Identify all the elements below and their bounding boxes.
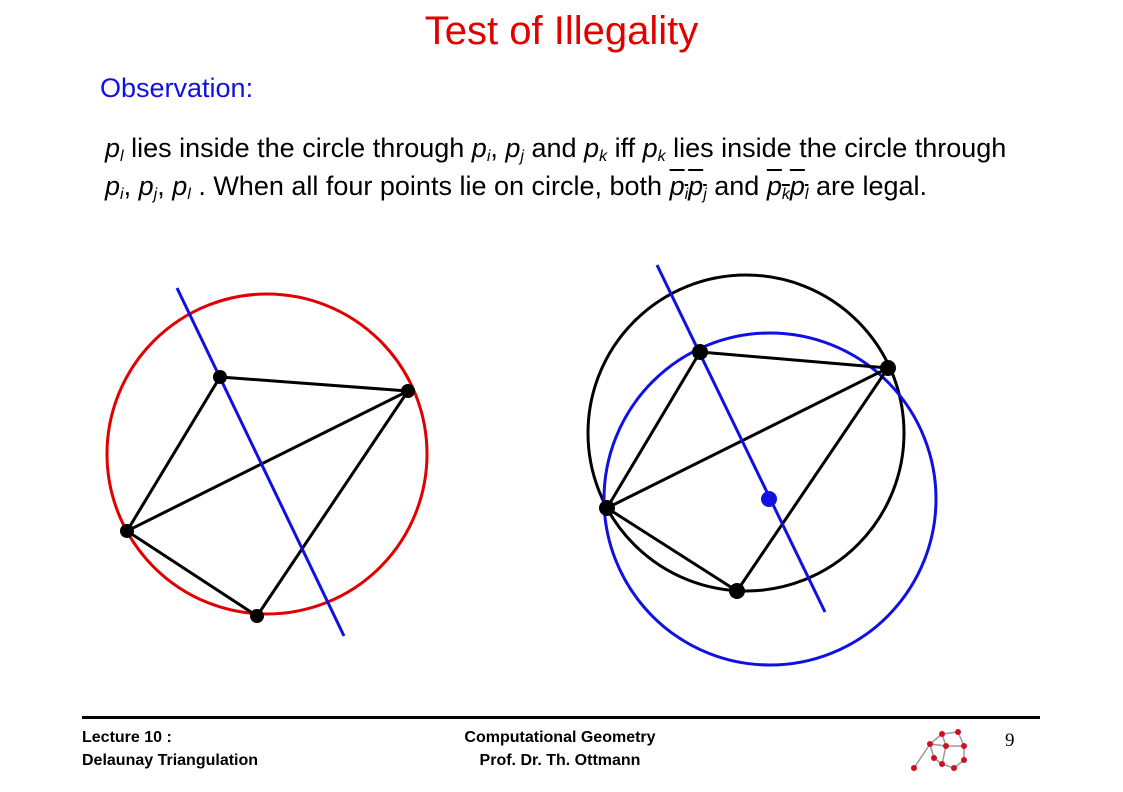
sub-k: k: [599, 148, 608, 165]
sub-j: j: [153, 186, 158, 203]
point-pi: [213, 370, 227, 384]
footer-lecture: Lecture 10 : Delaunay Triangulation: [82, 726, 258, 772]
edge-pk-pj: [606, 366, 889, 510]
edge-pk-pl: [126, 529, 258, 618]
sub-i: i: [120, 186, 124, 203]
text-comma: ,: [157, 171, 173, 201]
point-pi: [692, 344, 708, 360]
sub-l: l: [804, 186, 809, 203]
edge-pk-pj: [126, 389, 409, 533]
edge-pi-pk: [605, 351, 702, 509]
circumcircle-red: [105, 292, 429, 616]
var-p: p: [688, 171, 704, 201]
bisector-line: [175, 287, 346, 637]
course-name: Computational Geometry: [464, 729, 656, 746]
sub-k: k: [781, 186, 790, 203]
text-fragment: lies inside the circle through: [665, 133, 1007, 163]
text-fragment: are legal.: [808, 171, 928, 201]
text-and: and: [523, 133, 585, 163]
point-pj: [401, 384, 415, 398]
point-pj: [880, 360, 896, 376]
var-p: p: [105, 171, 121, 201]
sub-i: i: [486, 148, 491, 165]
text-iff: iff: [607, 133, 643, 163]
var-p: p: [505, 133, 521, 163]
circumcircle-blue: [602, 331, 938, 667]
point-pk: [120, 524, 134, 538]
slide-subtitle: Observation:: [100, 73, 254, 103]
edge-pi-pj: [699, 350, 889, 370]
point-pk: [599, 500, 615, 516]
page-number: 9: [1005, 730, 1015, 751]
university-logo-icon: [911, 729, 967, 771]
circumcircle-black: [586, 273, 906, 593]
observation-text: pl lies inside the circle through pi, pj…: [105, 129, 1035, 205]
course-professor: Prof. Dr. Th. Ottmann: [479, 752, 641, 769]
text-comma: ,: [490, 133, 506, 163]
var-p: p: [789, 171, 805, 201]
point-pl: [729, 583, 745, 599]
var-p: p: [471, 133, 487, 163]
sub-l: l: [120, 148, 124, 165]
edge-pl-pj: [255, 390, 410, 617]
left-diagram: [105, 287, 429, 637]
var-p: p: [105, 133, 121, 163]
text-fragment: lies inside the circle through: [123, 133, 472, 163]
sub-l: l: [187, 186, 191, 203]
footer-divider: [82, 716, 1040, 719]
lecture-number: Lecture 10 :: [82, 729, 172, 746]
text-and: and: [706, 171, 767, 201]
edge-pl-pj: [735, 367, 890, 592]
text-comma: ,: [123, 171, 139, 201]
sub-k: k: [657, 148, 666, 165]
slide-title: Test of Illegality: [424, 9, 699, 53]
sub-j: j: [520, 148, 524, 165]
edge-pk-pl: [606, 506, 738, 593]
text-fragment: . When all four points lie on circle, bo…: [190, 171, 670, 201]
sub-i: i: [684, 186, 689, 203]
var-p: p: [669, 171, 685, 201]
segment-pkpl: pkpl: [766, 171, 809, 203]
var-p: p: [642, 133, 658, 163]
lecture-topic: Delaunay Triangulation: [82, 752, 259, 769]
var-p: p: [584, 133, 600, 163]
var-p: p: [766, 171, 782, 201]
edge-pi-pk: [125, 376, 222, 532]
bisector-line: [655, 264, 827, 613]
sub-j: j: [703, 186, 707, 203]
segment-pipj: pipj: [669, 171, 707, 203]
footer-course: Computational Geometry Prof. Dr. Th. Ott…: [400, 726, 720, 772]
var-p: p: [138, 171, 154, 201]
circle-center-point: [761, 491, 777, 507]
edge-pi-pj: [219, 375, 409, 393]
var-p: p: [172, 171, 188, 201]
point-pl: [250, 609, 264, 623]
right-diagram: [586, 264, 938, 667]
